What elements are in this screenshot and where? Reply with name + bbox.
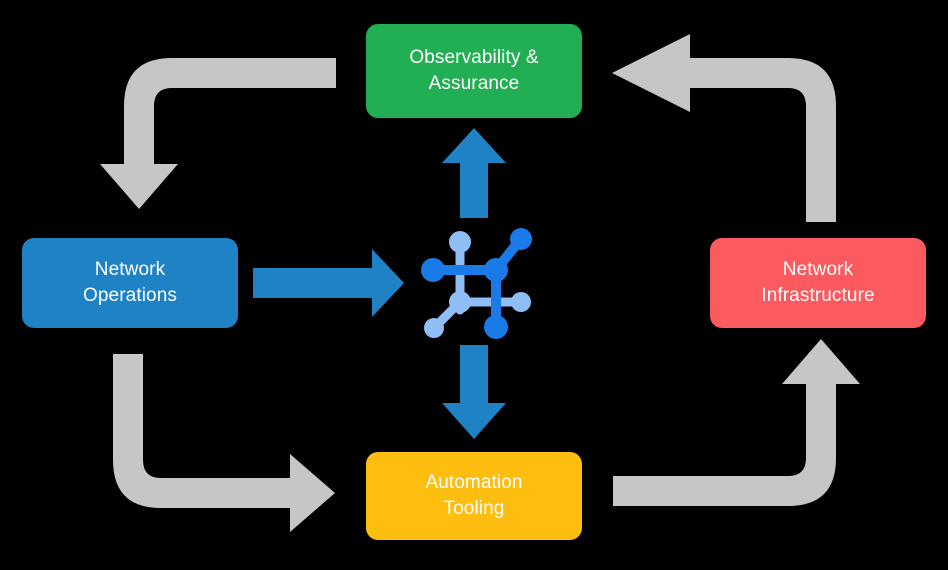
gray-arrow-infrastructure-to-observability xyxy=(612,34,836,222)
mesh-node-bottom-dark xyxy=(484,315,508,339)
node-box-observability[interactable]: Observability & Assurance xyxy=(366,24,582,118)
blue-arrow-operations-to-center xyxy=(253,249,404,317)
mesh-node-left-dark xyxy=(421,258,445,282)
gray-arrow-operations-to-automation xyxy=(113,354,335,532)
gray-arrow-observability-to-operations xyxy=(100,58,336,209)
node-label-network-infrastructure: Network Infrastructure xyxy=(761,259,875,306)
node-label-automation-tooling: Automation Tooling xyxy=(425,472,523,519)
node-label-observability: Observability & Assurance xyxy=(409,47,539,94)
mesh-node-top-light xyxy=(449,231,471,253)
gray-arrow-automation-to-infrastructure xyxy=(613,339,860,506)
node-box-network-infrastructure[interactable]: Network Infrastructure xyxy=(710,238,926,328)
mesh-node-right-light xyxy=(511,292,531,312)
mesh-node-center-light xyxy=(449,291,471,313)
mesh-node-topright-dark xyxy=(510,228,532,250)
blue-arrow-center-to-automation xyxy=(442,345,506,439)
node-box-automation-tooling[interactable]: Automation Tooling xyxy=(366,452,582,540)
blue-arrow-center-to-observability xyxy=(442,128,506,218)
network-mesh-icon xyxy=(421,228,532,339)
mesh-node-hub-dark xyxy=(484,258,508,282)
mesh-node-bottomleft-light xyxy=(424,318,444,338)
node-box-network-operations[interactable]: Network Operations xyxy=(22,238,238,328)
node-label-network-operations: Network Operations xyxy=(83,259,177,306)
